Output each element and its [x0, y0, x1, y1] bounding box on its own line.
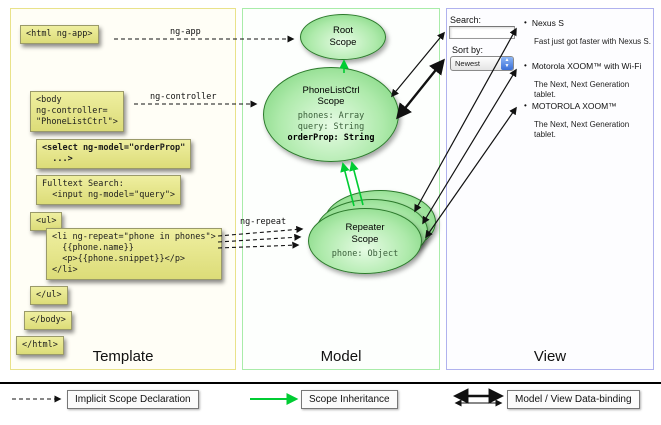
code-body-open: <body ng-controller= "PhoneListCtrl"> [30, 91, 124, 133]
phonelistctrl-scope-orderprop: orderProp: String [287, 133, 375, 144]
phone-name: •MOTOROLA XOOM™ [524, 101, 617, 111]
code-body-close: </body> [24, 311, 72, 331]
model-panel-label: Model [320, 348, 362, 365]
template-panel-label: Template [92, 348, 154, 365]
legend-implicit-scope: Implicit Scope Declaration [67, 390, 199, 409]
sort-by-label: Sort by: [452, 45, 484, 55]
code-html-close: </html> [16, 336, 64, 356]
dropdown-arrows-icon: ▲▼ [501, 57, 513, 70]
repeater-scope-title: Repeater Scope [345, 222, 385, 245]
search-input[interactable] [449, 26, 515, 39]
view-panel-label: View [533, 348, 567, 365]
phonelistctrl-scope-ellipse: PhoneListCtrl Scope phones: Array query:… [263, 67, 399, 162]
legend-data-binding: Model / View Data-binding [507, 390, 640, 409]
phonelistctrl-scope-props: phones: Array query: String [297, 111, 365, 133]
bullet-icon: • [524, 18, 527, 27]
root-scope-ellipse: Root Scope [300, 14, 386, 60]
sort-dropdown[interactable]: Newest ▲▼ [450, 56, 514, 71]
phone-snippet: Fast just got faster with Nexus S. [534, 37, 651, 46]
code-li-ng-repeat: <li ng-repeat="phone in phones"> {{phone… [46, 228, 222, 281]
ng-repeat-label: ng-repeat [240, 217, 287, 227]
ng-controller-label: ng-controller [150, 92, 217, 102]
repeater-scope-props: phone: Object [331, 248, 399, 259]
phone-snippet: The Next, Next Generation tablet. [534, 80, 630, 99]
sort-dropdown-value: Newest [455, 59, 481, 68]
model-panel: Model [242, 8, 440, 370]
code-ul-close: </ul> [30, 286, 68, 306]
list-item: •Nexus S Fast just got faster with Nexus… [524, 18, 652, 47]
list-item: •Motorola XOOM™ with Wi-Fi The Next, Nex… [524, 61, 652, 99]
bullet-icon: • [524, 101, 527, 110]
code-fulltext-search: Fulltext Search: <input ng-model="query"… [36, 175, 182, 206]
root-scope-title: Root Scope [329, 25, 357, 48]
search-label: Search: [450, 15, 482, 25]
legend-divider [0, 382, 661, 384]
code-html-open: <html ng-app> [20, 25, 99, 45]
list-item: •MOTOROLA XOOM™ The Next, Next Generatio… [524, 101, 652, 139]
phone-snippet: The Next, Next Generation tablet. [534, 120, 630, 139]
phone-name: •Nexus S [524, 18, 564, 28]
phone-name: •Motorola XOOM™ with Wi-Fi [524, 61, 642, 71]
phonelistctrl-scope-title: PhoneListCtrl Scope [302, 84, 360, 108]
code-select-ng-model: <select ng-model="orderProp" ...> [36, 139, 192, 170]
repeater-scope-ellipse-front: Repeater Scope phone: Object [308, 208, 422, 274]
bullet-icon: • [524, 61, 527, 70]
ng-app-label: ng-app [170, 27, 201, 37]
legend-scope-inheritance: Scope Inheritance [301, 390, 398, 409]
